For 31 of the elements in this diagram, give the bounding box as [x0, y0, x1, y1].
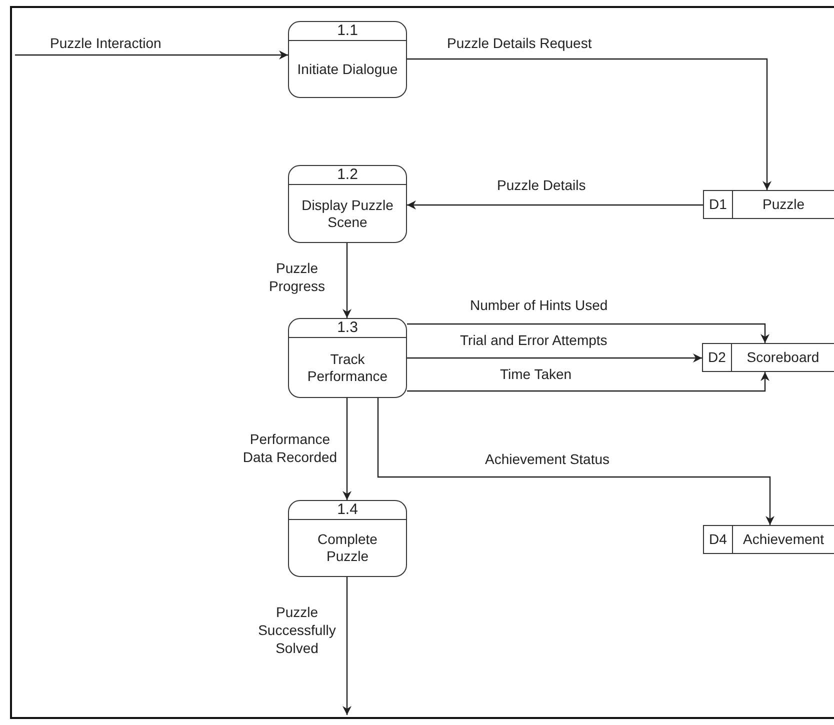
arrow [407, 58, 772, 190]
arrow [377, 398, 774, 525]
data-store [703, 190, 834, 219]
process-box [288, 500, 407, 577]
process-name: Complete Puzzle [316, 531, 378, 565]
data-store [703, 525, 834, 554]
arrow [342, 243, 352, 318]
process-box [288, 318, 407, 398]
arrow [407, 200, 703, 210]
data-store [702, 343, 834, 372]
process-box [288, 165, 407, 243]
store-id: D2 [708, 348, 726, 367]
arrow [342, 577, 352, 715]
process-name: Initiate Dialogue [297, 60, 398, 78]
arrow [15, 50, 288, 60]
process-box [288, 21, 407, 98]
process-name: Track Performance [306, 350, 389, 384]
store-id: D1 [709, 195, 727, 214]
process-number: 1.3 [337, 319, 358, 337]
arrow [407, 372, 770, 392]
store-name: Puzzle [762, 195, 805, 214]
arrow [407, 354, 702, 362]
store-id: D4 [709, 530, 727, 549]
store-name: Scoreboard [746, 348, 820, 367]
process-name: Display Puzzle Scene [300, 196, 394, 230]
process-number: 1.2 [337, 166, 358, 184]
process-number: 1.1 [337, 22, 358, 40]
arrow [342, 398, 352, 500]
store-name: Achievement [743, 530, 824, 549]
process-number: 1.4 [337, 501, 358, 519]
arrow [407, 323, 770, 343]
